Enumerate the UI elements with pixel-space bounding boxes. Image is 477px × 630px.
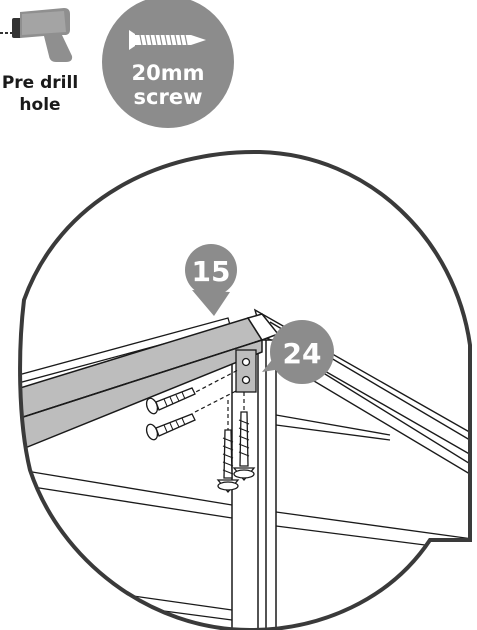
callout-15: 15: [185, 244, 237, 316]
screw-label-line1: 20mm: [132, 61, 205, 85]
callout-24: 24: [262, 320, 334, 384]
detail-lens: [18, 149, 472, 630]
predrill-tool: Pre drill hole: [0, 8, 78, 115]
horizontal-screw-1: [145, 387, 196, 415]
drill-icon: [0, 8, 73, 62]
vertical-screw-2: [232, 411, 256, 482]
callout-24-label: 24: [283, 337, 322, 370]
lens-outline: [18, 149, 472, 630]
predrill-label-line1: Pre drill: [2, 73, 78, 93]
screw-badge-circle: [102, 0, 234, 128]
screw-icon: [129, 30, 206, 50]
screw-label-line2: screw: [134, 85, 203, 109]
ridge-beam: [20, 313, 280, 452]
vertical-screw-1: [216, 429, 240, 494]
corner-bracket: [235, 349, 257, 393]
predrill-label-line2: hole: [19, 95, 60, 115]
horizontal-screw-2: [145, 413, 196, 441]
bracket-hole-2: [241, 375, 251, 385]
callout-15-label: 15: [192, 255, 231, 288]
screw-badge: 20mm screw: [102, 0, 234, 128]
bracket-hole-1: [241, 357, 251, 367]
